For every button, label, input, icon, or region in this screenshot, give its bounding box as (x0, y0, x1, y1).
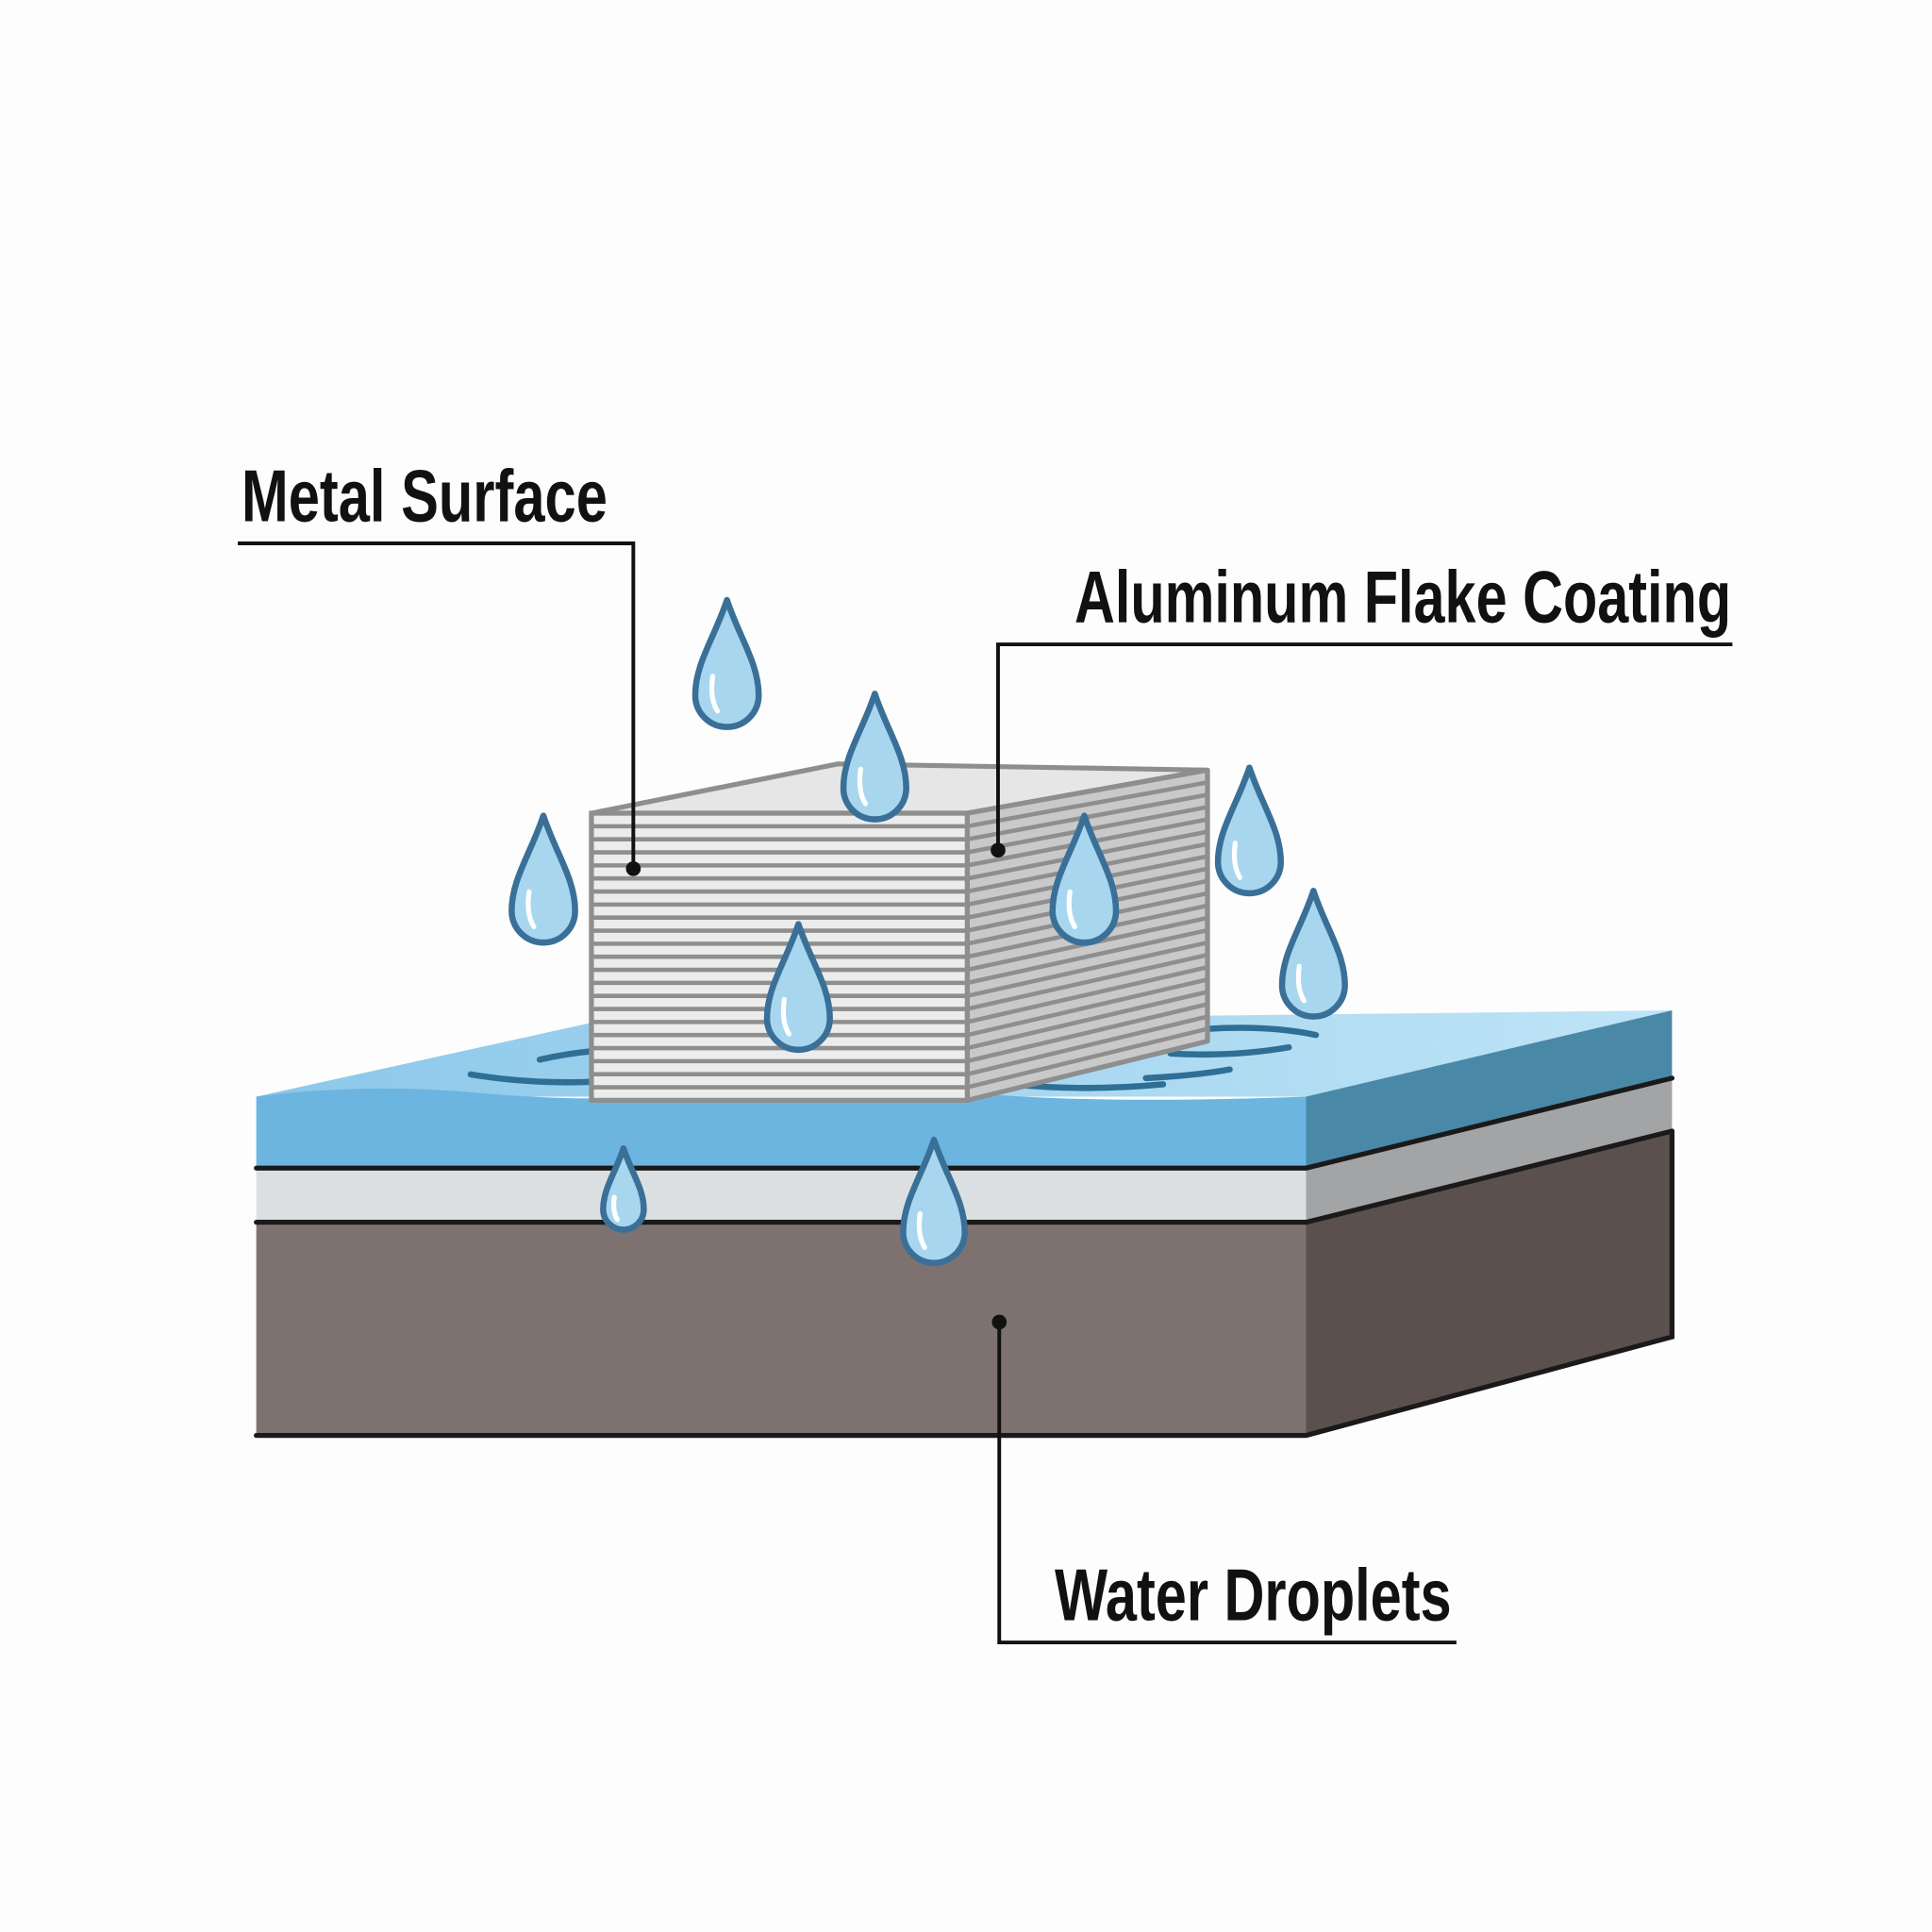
aluminum-flake-leader (996, 642, 1733, 851)
flake-line (966, 953, 1208, 1011)
water-droplet-icon (1278, 888, 1348, 1020)
water-droplet-icon (840, 691, 909, 823)
substrate-layer-front (256, 1222, 1307, 1436)
water-droplet-icon (1214, 764, 1284, 897)
droplet-highlight (780, 996, 791, 1037)
droplet-highlight (610, 1194, 621, 1223)
coating-layer-front (256, 1168, 1307, 1223)
droplet-highlight (1066, 889, 1077, 929)
droplet-highlight (1295, 963, 1307, 1004)
water-layer-front (256, 1087, 1307, 1169)
leader-lines (238, 541, 1733, 1645)
label-metal-surface: Metal Surface (242, 454, 608, 537)
water-droplets-leader (997, 1322, 1457, 1645)
droplet-highlight (525, 889, 537, 929)
aluminum-flake-stack (589, 761, 1210, 1103)
flake-line (966, 1014, 1208, 1076)
water-droplet-icon (508, 812, 578, 946)
flake-line (966, 965, 1208, 1024)
flake-line (966, 1026, 1208, 1090)
label-aluminum-flake-coating: Aluminum Flake Coating (1074, 556, 1731, 639)
droplet-highlight (708, 674, 721, 714)
water-droplet-icon (691, 596, 762, 730)
leader-dot (991, 842, 1006, 858)
leader-dot (991, 1314, 1008, 1330)
leader-dot (625, 860, 641, 876)
water-droplets (508, 596, 1348, 1267)
coating-layer-side (1306, 1077, 1673, 1223)
droplet-highlight (857, 766, 868, 807)
metal-surface-leader (238, 541, 636, 869)
flake-line (966, 1002, 1208, 1064)
droplet-highlight (1231, 841, 1243, 880)
flake-line (966, 977, 1208, 1038)
flake-line (966, 990, 1208, 1051)
flake-line (966, 940, 1208, 998)
droplet-highlight (916, 1210, 927, 1251)
water-layer-side (1306, 1010, 1673, 1169)
flake-line (966, 780, 1208, 829)
label-water-droplets: Water Droplets (1055, 1554, 1452, 1637)
flake-line (966, 927, 1208, 986)
